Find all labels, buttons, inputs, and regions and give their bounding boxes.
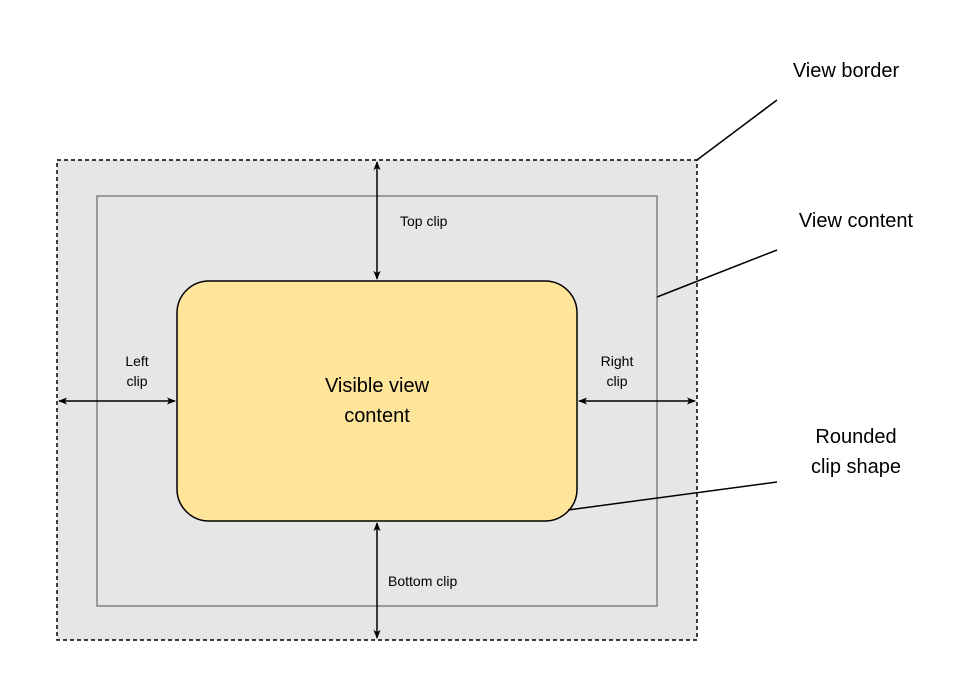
visible-content-rect (176, 280, 578, 522)
left-clip-label-line2: clip (126, 373, 147, 389)
view-content-leader (656, 249, 778, 298)
top-clip-label: Top clip (400, 213, 448, 229)
visible-content-label-line1: Visible view (325, 375, 430, 397)
view-content-label: View content (799, 210, 914, 232)
rounded-clip-leader (567, 481, 778, 511)
left-clip-label-line1: Left (125, 353, 148, 369)
bottom-clip-label: Bottom clip (388, 573, 457, 589)
right-clip-label-line2: clip (606, 373, 627, 389)
view-border-label: View border (793, 60, 900, 82)
rounded-clip-label-line2: clip shape (811, 456, 901, 478)
view-border-leader (696, 99, 778, 161)
rounded-clip-label-line1: Rounded (815, 426, 896, 448)
visible-content-label-line2: content (344, 405, 410, 427)
right-clip-label-line1: Right (601, 353, 634, 369)
